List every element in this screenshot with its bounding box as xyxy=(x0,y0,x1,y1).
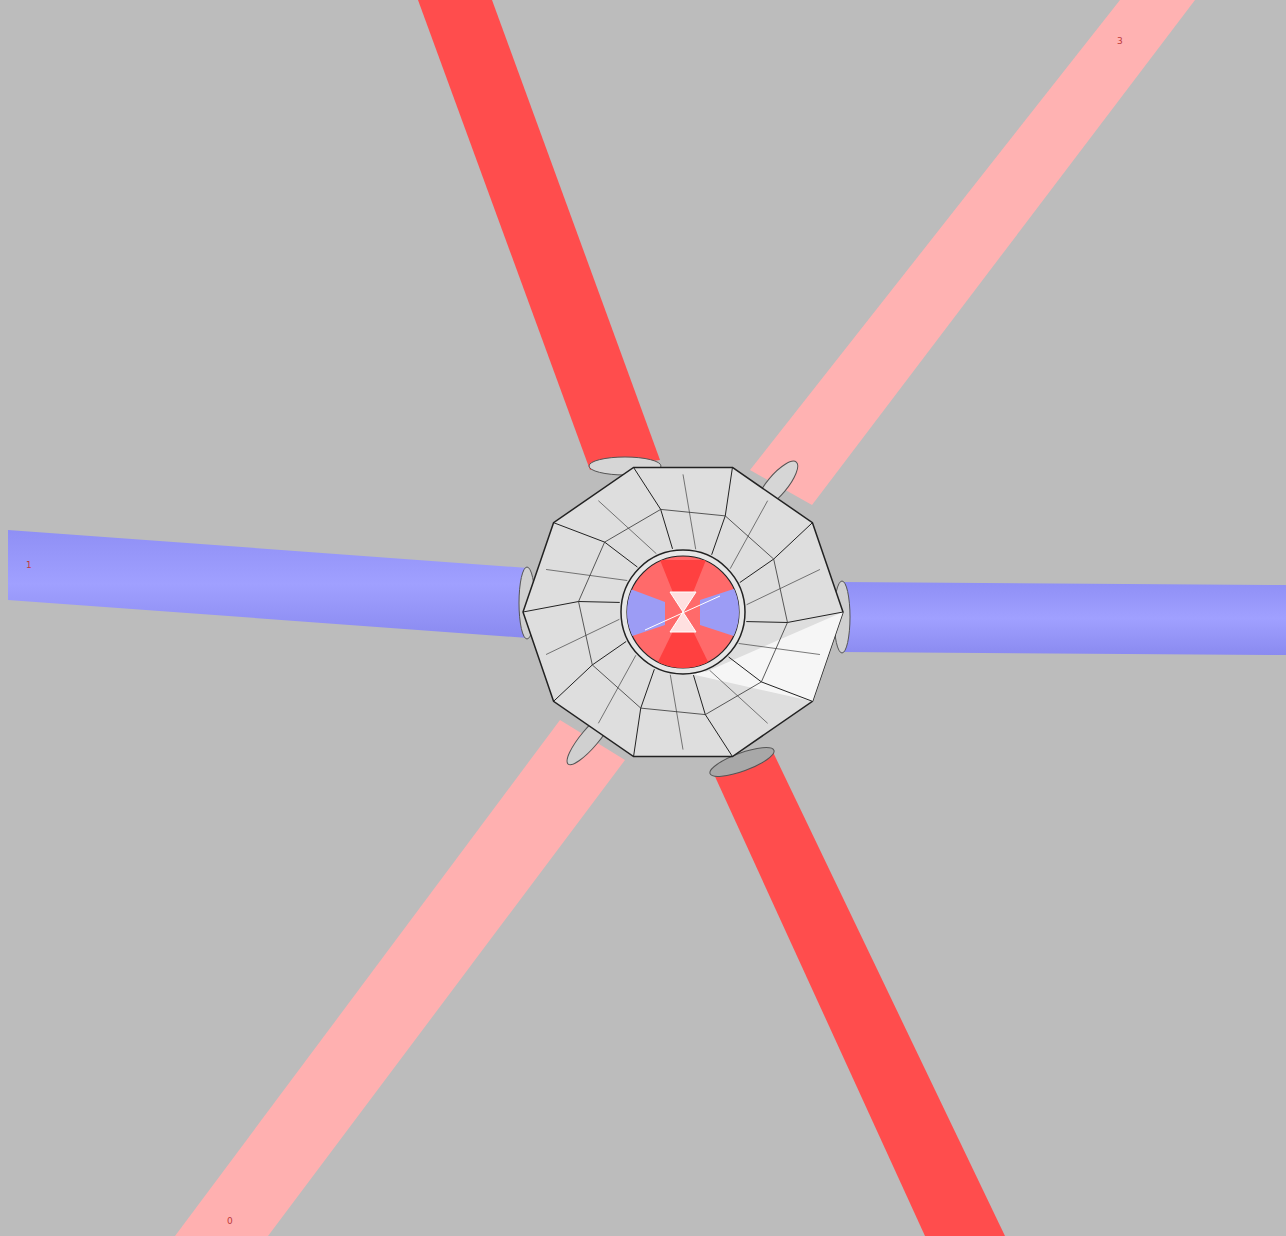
hub-edge xyxy=(729,657,813,701)
hub-edge xyxy=(598,655,635,723)
hub-ring xyxy=(579,542,605,601)
hub-ring xyxy=(761,622,787,681)
callout-number: 1 xyxy=(26,561,32,570)
hub-edge xyxy=(739,643,820,654)
callout-number: 0 xyxy=(227,1217,233,1226)
red-beam xyxy=(418,0,660,470)
hub-ring xyxy=(725,516,773,559)
bore-view xyxy=(620,560,746,670)
hub-edge xyxy=(554,523,638,567)
hub-edge xyxy=(740,523,813,583)
hub-edge xyxy=(546,619,619,654)
pink-beam xyxy=(750,0,1195,505)
pink-beam xyxy=(175,720,625,1236)
blue-through xyxy=(700,585,746,640)
hub-edge xyxy=(747,569,820,604)
bore-mark xyxy=(670,592,696,632)
hub-edge xyxy=(693,675,732,756)
hub-edge xyxy=(710,670,768,723)
hub-body xyxy=(523,467,843,756)
hub-edge xyxy=(634,467,673,548)
blue-beam xyxy=(840,582,1286,655)
hub-ring xyxy=(579,602,593,665)
hub-ring xyxy=(641,708,706,714)
hub-ring xyxy=(605,509,661,542)
hub-ring xyxy=(592,665,640,708)
hub-ring xyxy=(661,509,726,515)
hub-edge xyxy=(598,501,656,554)
hub-port xyxy=(621,550,745,674)
hub-edge xyxy=(523,602,620,612)
hub-edge xyxy=(546,569,627,580)
red-beam xyxy=(712,750,1005,1236)
blue-beam xyxy=(8,530,528,638)
hub-ring xyxy=(774,559,788,622)
blue-through xyxy=(620,585,665,640)
callout-number: 3 xyxy=(1117,37,1123,46)
hub-edge xyxy=(634,669,655,756)
hub-edge xyxy=(730,501,767,569)
hub-edge xyxy=(746,612,843,622)
hub-edge xyxy=(712,467,733,554)
hub-ring xyxy=(705,682,761,715)
bore-mark xyxy=(645,596,720,630)
hub-edge xyxy=(554,641,627,701)
hub xyxy=(523,467,843,756)
